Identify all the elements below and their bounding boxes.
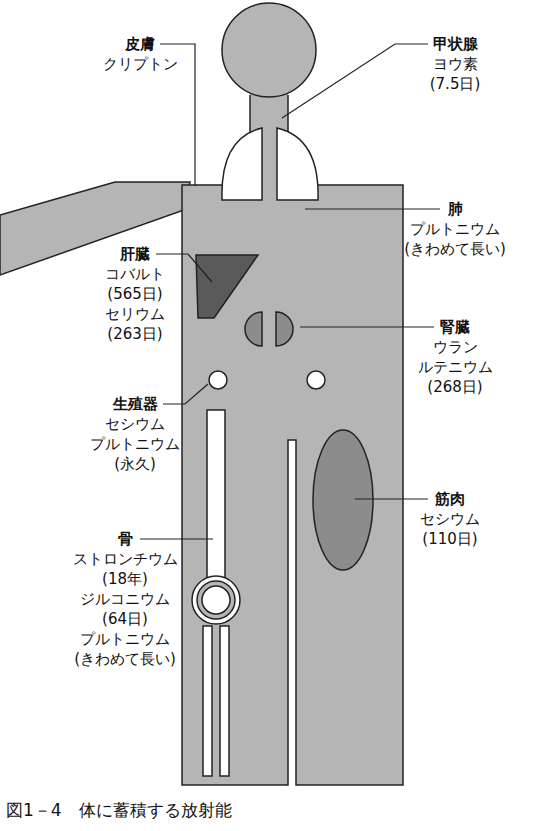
organ-name: 肝臓 — [120, 245, 150, 263]
half-life: (7.5日) — [430, 75, 481, 93]
left-gonad — [209, 371, 227, 389]
leader-line — [140, 538, 213, 539]
organ-name: 肺 — [448, 200, 463, 218]
element-name: ヨウ素 — [433, 55, 478, 73]
knee-ring-inner — [197, 581, 235, 619]
element-name: クリプトン — [103, 55, 178, 73]
element-name: プルトニウム — [80, 630, 170, 648]
fibula — [220, 626, 229, 776]
half-life: (64日) — [102, 610, 148, 628]
half-life: (565日) — [107, 285, 162, 303]
organ-name: 筋肉 — [435, 490, 465, 508]
leader-line — [163, 384, 208, 404]
right-gonad — [307, 371, 325, 389]
organ-name: 皮膚 — [125, 35, 155, 53]
organ-name: 甲状腺 — [433, 35, 478, 53]
half-life: (268日) — [427, 378, 482, 396]
half-life: (263日) — [107, 325, 162, 343]
element-name: プルトニウム — [410, 220, 500, 238]
liver — [196, 255, 258, 318]
knee-ring — [192, 576, 240, 624]
half-life: (きわめて長い) — [404, 240, 506, 258]
figure-caption: 図1－4 体に蓄積する放射能 — [6, 800, 232, 820]
element-name: セシウム — [105, 415, 165, 433]
left-kidney — [245, 312, 262, 346]
torso-legs — [182, 185, 403, 785]
right-kidney — [276, 312, 293, 346]
element-name: コバルト — [105, 265, 165, 283]
tibia — [203, 626, 212, 776]
leader-line — [300, 326, 434, 327]
leader-line — [355, 498, 428, 499]
head — [222, 3, 316, 97]
half-life: (永久) — [114, 455, 156, 473]
right-lung — [277, 128, 318, 200]
half-life: (18年) — [102, 570, 148, 588]
element-name: セリウム — [105, 305, 165, 323]
left-lung — [222, 128, 262, 200]
element-name: ジルコニウム — [80, 590, 170, 608]
half-life: (きわめて長い) — [74, 650, 176, 668]
element-name: ウラン — [433, 338, 478, 356]
leader-line — [282, 44, 428, 118]
leader-line — [305, 208, 440, 209]
femur — [207, 410, 225, 578]
element-name: ルテニウム — [418, 358, 493, 376]
element-name: ストロンチウム — [73, 550, 178, 568]
element-name: プルトニウム — [90, 435, 180, 453]
organ-name: 生殖器 — [113, 395, 158, 413]
half-life: (110日) — [422, 530, 477, 548]
element-name: セシウム — [420, 510, 480, 528]
arm — [0, 182, 190, 275]
organ-name: 骨 — [118, 530, 133, 548]
muscle — [313, 430, 373, 570]
organ-name: 腎臓 — [440, 318, 470, 336]
kneecap — [202, 586, 230, 614]
